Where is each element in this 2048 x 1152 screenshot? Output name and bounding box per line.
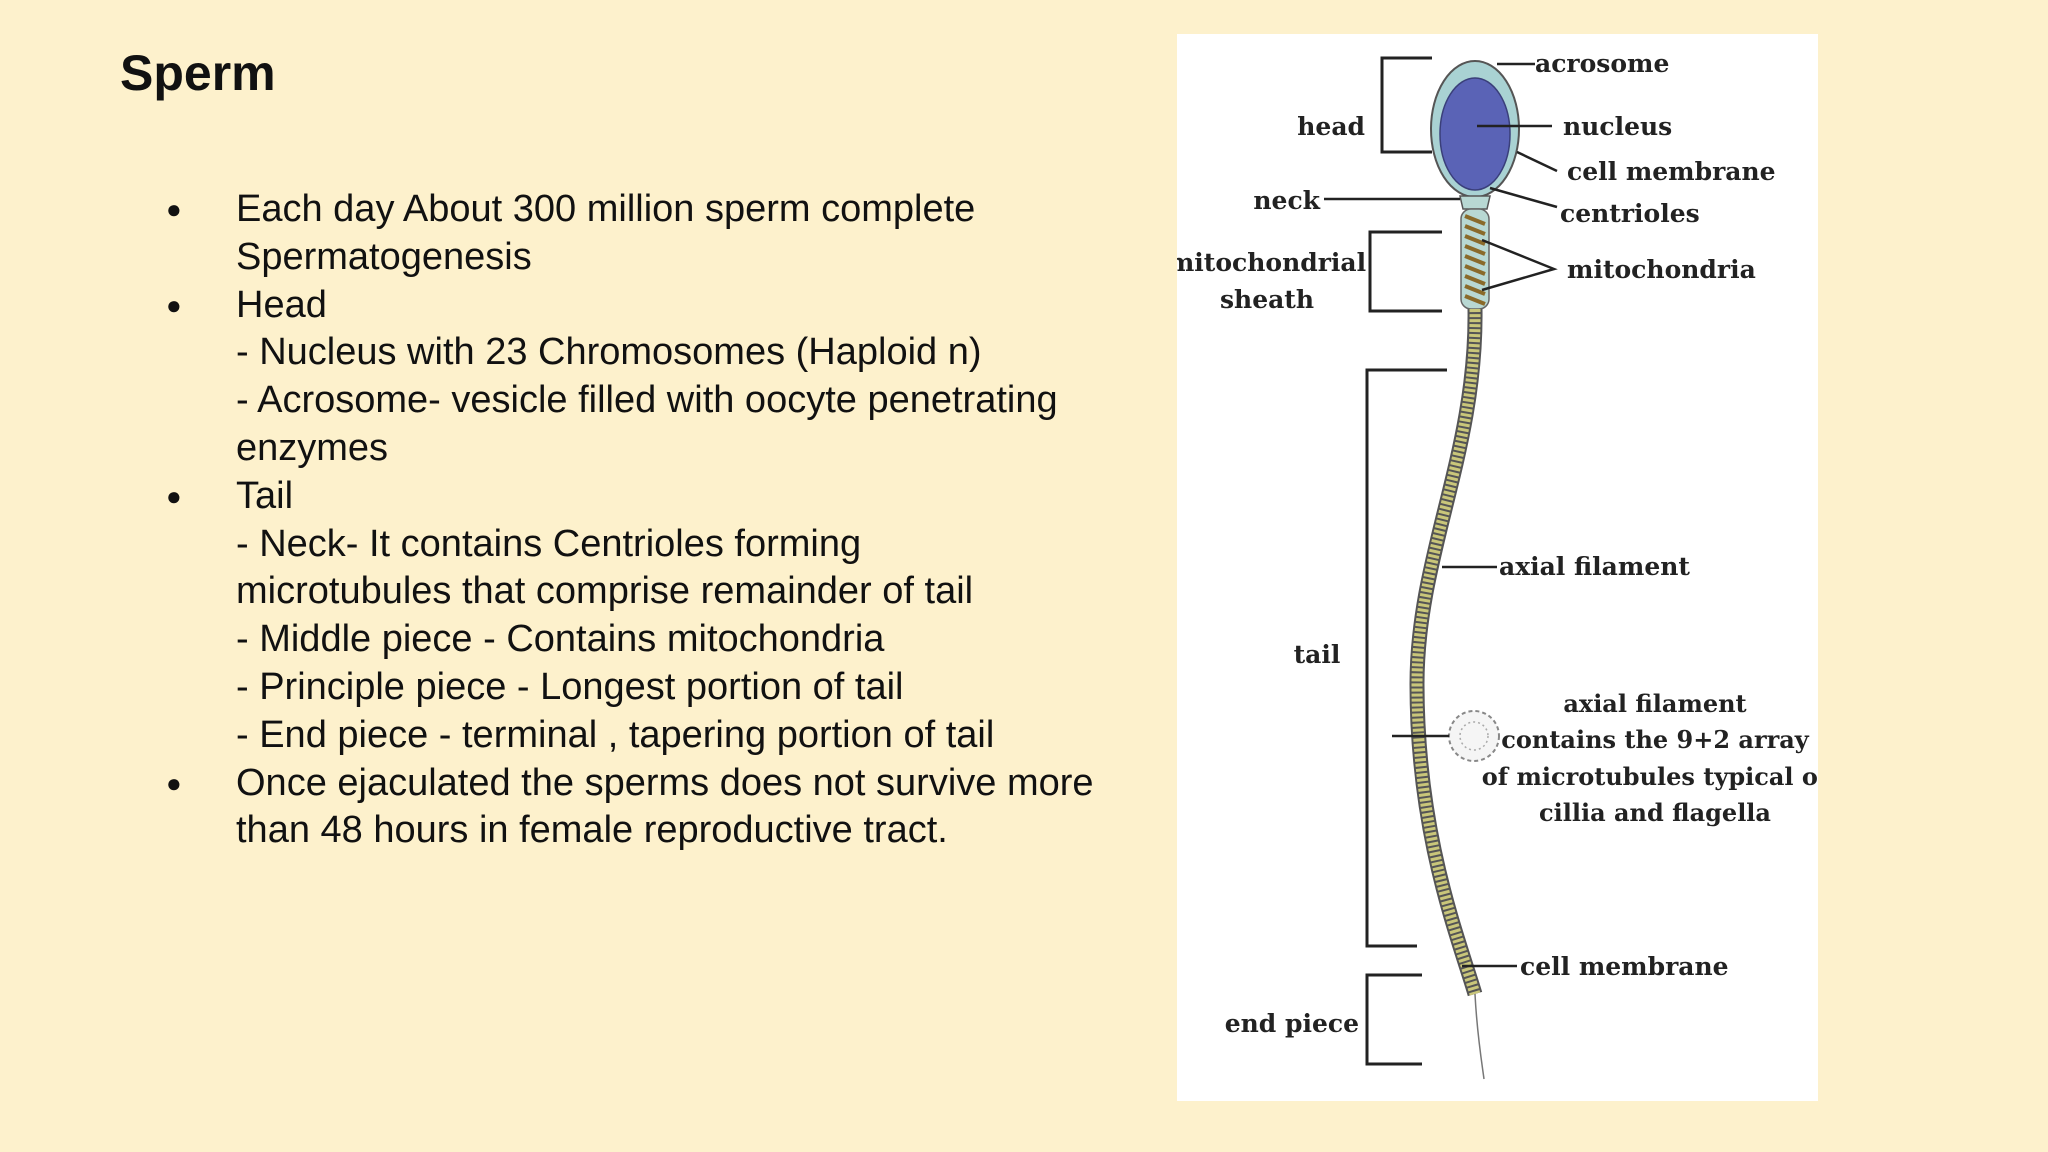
bullet-line: Head: [236, 283, 327, 326]
bullet-line: - Acrosome- vesicle filled with oocyte p…: [236, 379, 1058, 422]
bullet-line: Once ejaculated the sperms does not surv…: [236, 761, 1094, 804]
label-cell-membrane-bottom: cell membrane: [1520, 952, 1729, 981]
bullet-item: Once ejaculated the sperms does not surv…: [160, 760, 1140, 856]
end-bracket: [1365, 973, 1422, 1066]
bullet-list: Each day About 300 million sperm complet…: [160, 186, 1140, 855]
mitochondria-coils: [1464, 214, 1486, 306]
label-sheath: sheath: [1220, 285, 1314, 314]
label-nucleus: nucleus: [1563, 112, 1672, 141]
bullet-line: Spermatogenesis: [236, 235, 532, 278]
tail-fill: [1411, 308, 1481, 996]
bullet-line: - Principle piece - Longest portion of t…: [236, 665, 904, 708]
bullet-line: - Nucleus with 23 Chromosomes (Haploid n…: [236, 331, 982, 374]
neck-shape: [1459, 195, 1491, 210]
label-axial-filament: axial filament: [1499, 552, 1690, 581]
label-mitochondria: mitochondria: [1567, 255, 1756, 284]
pointer-lines: [1324, 62, 1558, 968]
label-cell-membrane-top: cell membrane: [1567, 157, 1776, 186]
label-tail: tail: [1294, 640, 1341, 669]
mito-bracket: [1368, 230, 1442, 313]
bullet-line: Each day About 300 million sperm complet…: [236, 188, 976, 230]
label-cross-1: axial filament: [1563, 689, 1746, 718]
label-cross-2: contains the 9+2 array: [1501, 725, 1810, 754]
end-piece-shape: [1474, 993, 1485, 1080]
label-neck: neck: [1253, 186, 1320, 215]
label-mitochondrial: mitochondrial: [1177, 248, 1366, 277]
bullet-line: enzymes: [236, 426, 389, 469]
label-end-piece: end piece: [1225, 1009, 1359, 1038]
bullet-line: - End piece - terminal , tapering portio…: [236, 713, 995, 756]
sperm-diagram-svg: acrosome head nucleus cell membrane neck…: [1177, 49, 1818, 1080]
label-head: head: [1297, 112, 1365, 141]
nucleus-shape: [1439, 77, 1511, 191]
sperm-diagram: acrosome head nucleus cell membrane neck…: [1177, 34, 1818, 1101]
bullet-item: Head - Nucleus with 23 Chromosomes (Hapl…: [160, 282, 1140, 473]
label-acrosome: acrosome: [1535, 49, 1669, 78]
label-cross-3: of microtubules typical of: [1482, 762, 1818, 791]
cross-section-ring: [1459, 721, 1489, 751]
bullet-line: - Neck- It contains Centrioles forming: [236, 522, 862, 565]
label-cross-4: cillia and flagella: [1539, 798, 1771, 827]
bullet-line: Tail: [236, 474, 294, 517]
tail-bracket: [1365, 368, 1447, 948]
slide-title: Sperm: [120, 45, 276, 101]
label-centrioles: centrioles: [1560, 199, 1700, 228]
head-bracket: [1380, 56, 1432, 154]
cross-section-icon: [1448, 710, 1500, 762]
bullet-item: Tail - Neck- It contains Centrioles form…: [160, 473, 1140, 760]
bullet-line: than 48 hours in female reproductive tra…: [236, 809, 948, 852]
bullet-line: - Middle piece - Contains mitochondria: [236, 618, 885, 661]
bullet-item: Each day About 300 million sperm complet…: [160, 186, 1140, 282]
bullet-line: microtubules that comprise remainder of …: [236, 570, 974, 613]
